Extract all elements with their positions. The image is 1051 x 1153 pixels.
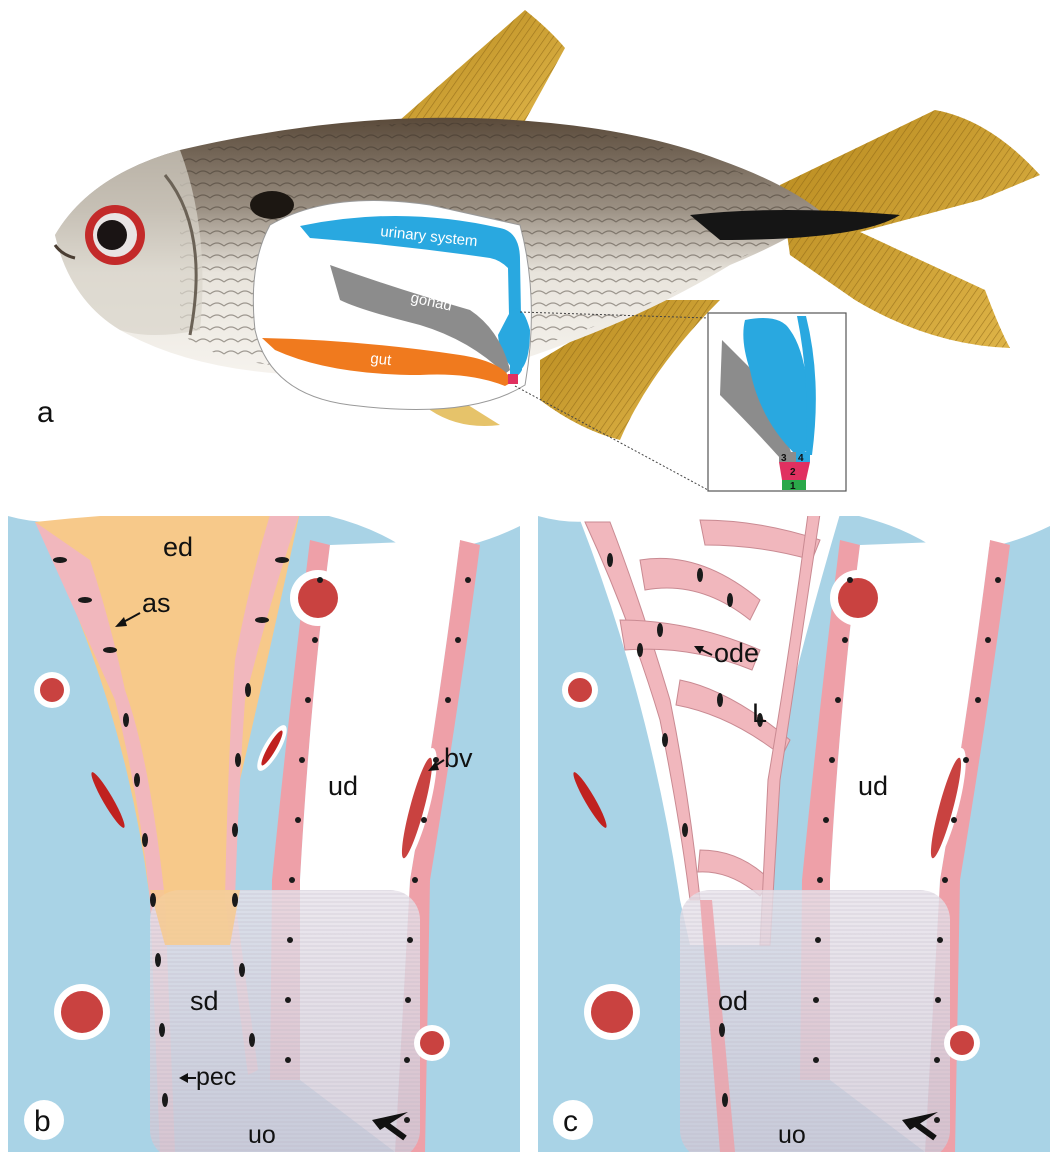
shoulder-spot: [250, 191, 294, 219]
inset-number-1: 1: [790, 481, 796, 492]
label-L: L: [752, 698, 767, 728]
panel-c: ode L ud od uo c: [538, 510, 1050, 1153]
gut-label: gut: [370, 350, 393, 369]
panel-letter-b: b: [34, 1105, 51, 1138]
inset-box: 3 4 2 1: [708, 313, 846, 492]
label-ed: ed: [163, 532, 193, 562]
inset-number-4: 4: [798, 453, 804, 464]
label-bv: bv: [444, 743, 473, 773]
label-ode: ode: [714, 638, 759, 668]
label-ud: ud: [328, 771, 358, 801]
label-sd: sd: [190, 986, 219, 1016]
label-ud: ud: [858, 771, 888, 801]
label-od: od: [718, 986, 748, 1016]
panel-letter-c: c: [563, 1105, 578, 1138]
label-uo: uo: [778, 1121, 806, 1149]
label-uo: uo: [248, 1121, 276, 1149]
label-pec: pec: [196, 1063, 236, 1091]
inset-number-3: 3: [781, 453, 787, 464]
inset-number-2: 2: [790, 467, 796, 478]
panel-a: urinary system gonad gut 3 4 2 1 a: [37, 10, 1040, 492]
panel-letter-a: a: [37, 396, 54, 429]
label-as: as: [142, 588, 171, 618]
panel-b: ed as ud bv sd pec uo b: [8, 510, 520, 1153]
lateral-stripe: [690, 210, 900, 240]
